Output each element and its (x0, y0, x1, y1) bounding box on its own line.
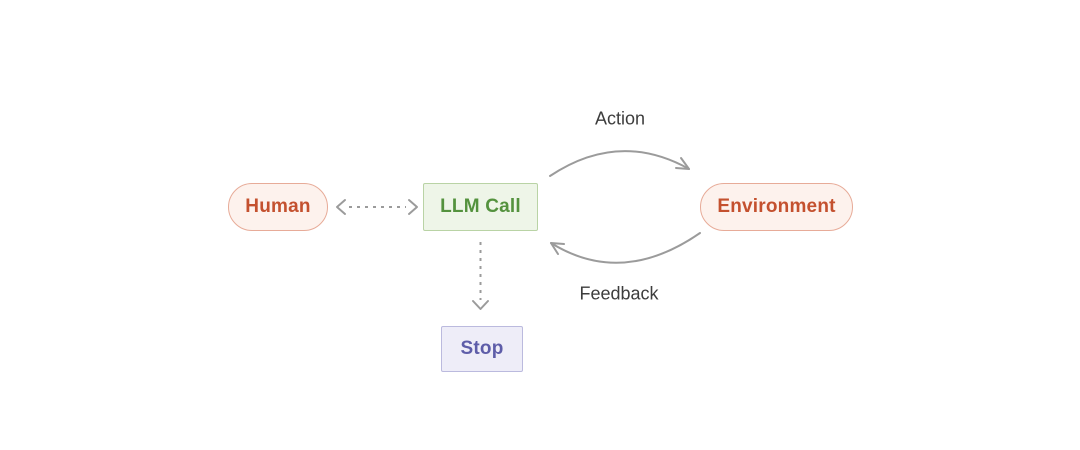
arrowhead-down-icon (472, 300, 489, 310)
llm-stop-dashed-arrow (472, 242, 489, 310)
arrowhead-action-icon (675, 157, 690, 170)
node-llm-call-label: LLM Call (440, 196, 521, 217)
node-environment: Environment (700, 183, 853, 231)
action-arrow (549, 150, 690, 177)
node-stop-label: Stop (460, 338, 504, 359)
feedback-arrow (550, 232, 701, 264)
node-stop: Stop (441, 326, 523, 372)
edge-label-action: Action (594, 108, 646, 129)
arrowhead-left-icon (336, 199, 346, 215)
human-llm-dashed-arrow (336, 199, 418, 215)
node-human: Human (228, 183, 328, 231)
node-environment-label: Environment (717, 196, 836, 217)
arrowhead-feedback-icon (550, 242, 565, 255)
node-llm-call: LLM Call (423, 183, 538, 231)
node-human-label: Human (245, 196, 311, 217)
edge-label-feedback: Feedback (579, 283, 659, 304)
arrowhead-right-icon (408, 199, 418, 215)
